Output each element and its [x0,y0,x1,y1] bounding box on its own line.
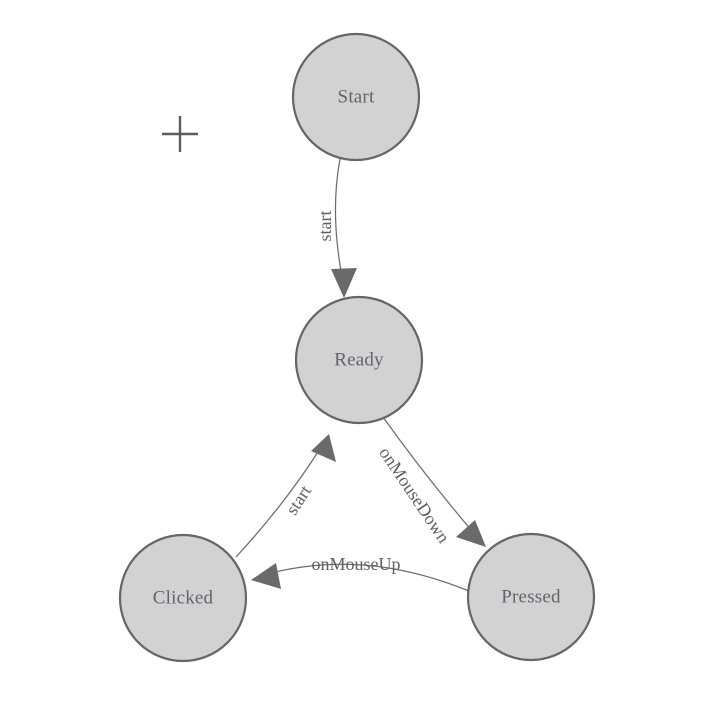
node-pressed[interactable]: Pressed [466,532,596,662]
node-ready[interactable]: Ready [294,295,424,425]
arrowhead-icon [251,563,281,589]
edge-pressed-to-clicked[interactable]: onMouseUp [251,554,470,592]
edge-line[interactable] [382,416,479,539]
node-clicked-circle[interactable] [118,533,248,663]
node-start[interactable]: Start [291,32,421,162]
arrowhead-icon [456,520,486,547]
arrowhead-icon [331,268,357,298]
node-pressed-label: Pressed [501,586,561,607]
edge-ready-to-pressed[interactable]: onMouseDown [375,416,486,547]
node-ready-label: Ready [334,349,384,370]
node-start-label: Start [338,86,375,107]
arrowhead-icon [311,434,336,462]
node-clicked[interactable]: Clicked [118,533,248,663]
nodes-layer: Start Ready Clicked Pressed [118,32,596,663]
edge-label-onmouseup: onMouseUp [312,554,401,574]
node-start-circle[interactable] [291,32,421,162]
edge-start-to-ready[interactable]: start [315,158,357,298]
node-clicked-label: Clicked [153,587,214,608]
edge-label-start-2: start [282,482,316,519]
edge-line[interactable] [262,563,470,592]
edge-line[interactable] [235,443,324,558]
edge-clicked-to-ready[interactable]: start [235,434,336,558]
node-pressed-circle[interactable] [466,532,596,662]
crosshair-marker [162,116,198,152]
node-ready-circle[interactable] [294,295,424,425]
edge-label-start: start [315,211,335,242]
